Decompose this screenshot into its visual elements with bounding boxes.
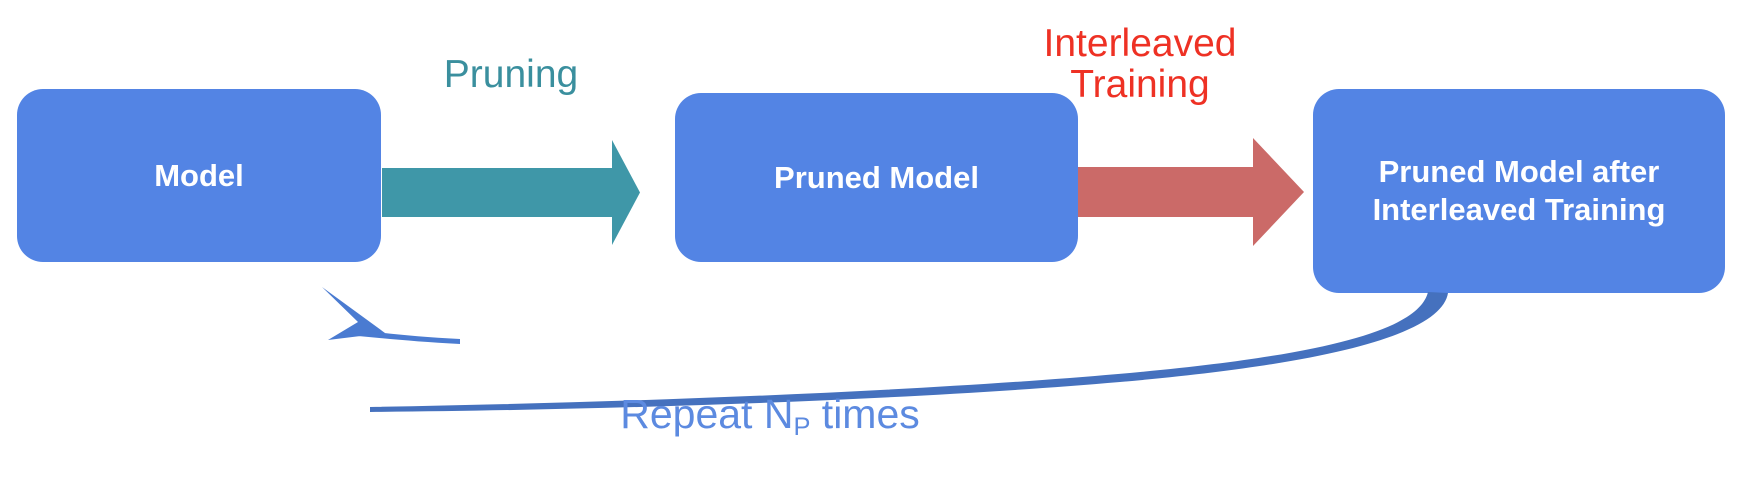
process-box-pruned-model[interactable]: Pruned Model bbox=[675, 93, 1078, 262]
arrow-interleaved-training-shape bbox=[1078, 138, 1304, 246]
process-box-pruned-model-label: Pruned Model bbox=[774, 159, 979, 195]
arrow-interleaved-training bbox=[1078, 138, 1304, 246]
process-box-model-label: Model bbox=[154, 157, 244, 193]
process-box-pruned-model-after-training-label: Pruned Model after Interleaved Training bbox=[1372, 154, 1666, 227]
loop-arrow-label: Repeat NP times bbox=[520, 391, 1020, 442]
arrow-pruning-label: Pruning bbox=[443, 53, 579, 96]
process-box-model[interactable]: Model bbox=[17, 89, 381, 262]
loop-arrow-label-prefix: Repeat N bbox=[620, 391, 794, 437]
loop-arrow-neck bbox=[358, 330, 460, 344]
arrow-interleaved-training-label: Interleaved Training bbox=[1043, 22, 1237, 106]
loop-arrow-label-suffix: times bbox=[810, 391, 920, 437]
loop-arrow-repeat bbox=[300, 270, 1500, 415]
loop-arrow-head bbox=[322, 287, 385, 340]
arrow-pruning bbox=[382, 140, 640, 245]
loop-arrow-label-subscript: P bbox=[793, 413, 811, 442]
process-box-pruned-model-after-training[interactable]: Pruned Model after Interleaved Training bbox=[1313, 89, 1725, 293]
arrow-pruning-shape bbox=[382, 140, 640, 245]
